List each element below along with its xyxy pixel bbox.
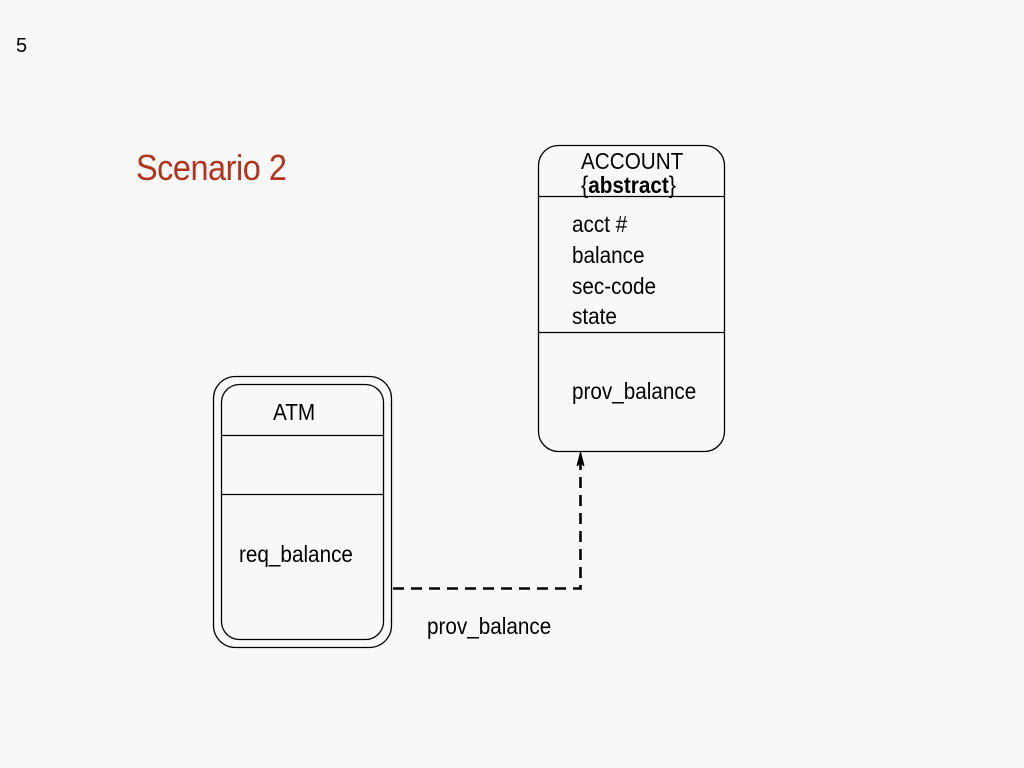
stereotype-close-brace: } [668,172,676,199]
account-stereotype: {abstract} [581,171,676,200]
account-attribute-state: state [572,303,617,329]
account-attribute-acct-number: acct # [572,211,628,237]
atm-class-name: ATM [273,399,316,425]
slide-number: 5 [16,35,28,57]
atm-operation-req-balance: req_balance [239,541,353,567]
atm-box-inner-outline [220,383,385,641]
atm-box-outer-outline [212,375,393,649]
account-class-name: ACCOUNT [581,148,684,174]
slide-title: Scenario 2 [136,147,287,188]
stereotype-open-brace: { [581,172,589,199]
message-connector[interactable] [393,451,585,590]
message-label: prov_balance [427,613,552,639]
message-arrowhead-icon [576,451,585,467]
account-box-outline [537,144,726,453]
account-class-box[interactable] [537,144,726,453]
message-dashed-line [393,462,582,590]
account-operation-prov-balance: prov_balance [572,378,697,404]
account-attribute-sec-code: sec-code [572,273,656,299]
account-attribute-balance: balance [572,242,645,268]
atm-class-box[interactable] [212,375,393,649]
account-stereotype-label: abstract [588,172,669,198]
